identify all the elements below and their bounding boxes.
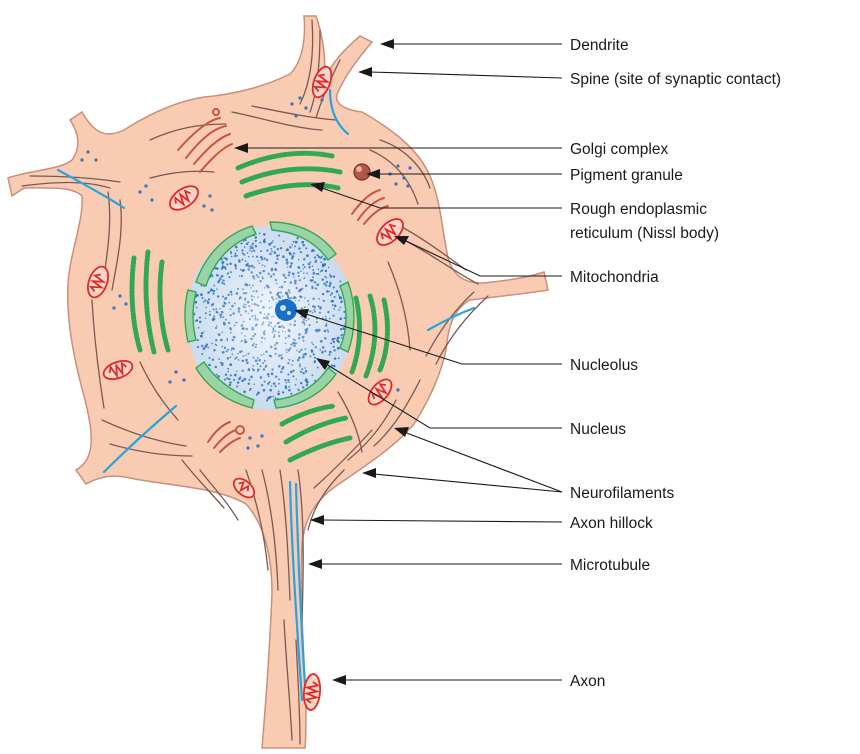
labels: Dendrite Spine (site of synaptic contact… [570,37,781,690]
label-golgi-complex: Golgi complex [570,141,668,158]
pigment-granule [354,164,370,180]
label-mitochondria: Mitochondria [570,269,659,286]
label-rough-er-line1: Rough endoplasmic [570,201,707,218]
label-axon: Axon [570,673,605,690]
label-dendrite: Dendrite [570,37,629,54]
label-nucleolus: Nucleolus [570,357,638,374]
label-neurofilaments: Neurofilaments [570,485,674,502]
label-spine: Spine (site of synaptic contact) [570,71,781,88]
label-axon-hillock: Axon hillock [570,515,653,532]
label-nucleus: Nucleus [570,421,626,438]
nucleolus [275,299,297,321]
label-microtubule: Microtubule [570,557,650,574]
label-pigment-granule: Pigment granule [570,167,683,184]
label-rough-er-line2: reticulum (Nissl body) [570,225,719,242]
